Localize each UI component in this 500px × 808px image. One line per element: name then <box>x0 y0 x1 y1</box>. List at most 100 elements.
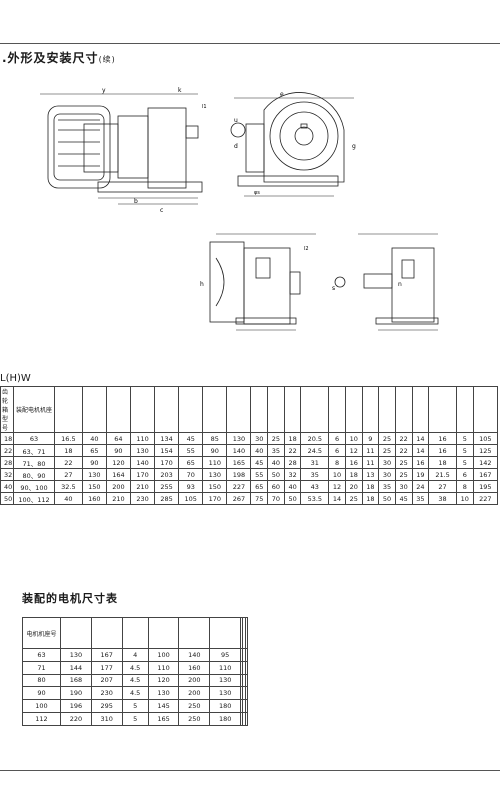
table-cell: 200 <box>105 480 131 493</box>
label-y: y <box>102 87 106 94</box>
table-cell: 35 <box>378 480 396 493</box>
table-cell: 20.5 <box>300 432 330 445</box>
table-cell: 168 <box>60 673 92 688</box>
label-b: b <box>134 198 138 205</box>
table-cell: 22 <box>283 444 302 457</box>
bottom-rule <box>0 770 500 771</box>
table-cell: 227 <box>226 480 252 493</box>
header-cell <box>209 617 242 649</box>
table-cell: 6 <box>328 432 346 445</box>
table-cell: 22 <box>394 444 413 457</box>
table-cell: 12 <box>344 444 363 457</box>
header-cell <box>250 386 269 433</box>
table-header-row: 齿轮箱型号 装配电机机座 <box>0 386 499 433</box>
table-cell: 110 <box>209 660 242 675</box>
table-cell: 100 <box>147 648 180 662</box>
table-cell: 12 <box>328 480 346 493</box>
label-k: k <box>178 87 182 94</box>
table-cell: 40 <box>267 456 285 469</box>
drawing-side-view: y k l1 b c <box>40 87 207 214</box>
label-d: d <box>234 143 238 150</box>
table-cell: 110 <box>147 660 180 675</box>
table-cell <box>244 686 249 701</box>
header-cell <box>178 617 211 649</box>
table-cell: 25 <box>378 444 396 457</box>
table-cell: 105 <box>472 432 499 445</box>
table-cell: 28 <box>283 456 302 469</box>
table-cell: 40 <box>250 444 269 457</box>
table-cell: 130 <box>209 686 242 701</box>
header-cell <box>344 386 363 433</box>
table-cell: 227 <box>472 492 499 505</box>
table-cell: 50 <box>267 468 285 481</box>
table-cell: 10 <box>328 468 346 481</box>
table-cell: 160 <box>81 492 107 505</box>
table-cell: 13 <box>361 468 380 481</box>
label-s: s <box>332 285 335 292</box>
table-cell: 65 <box>178 456 204 469</box>
table-cell: 130 <box>60 648 92 662</box>
table-cell: 200 <box>178 686 211 701</box>
table-cell: 196 <box>60 699 92 713</box>
table-cell: 63 <box>22 648 61 662</box>
table-cell: 20 <box>344 480 363 493</box>
table-cell: 45 <box>394 492 413 505</box>
table-cell: 30 <box>378 468 396 481</box>
table-cell: 63、71 <box>13 444 55 457</box>
page-title: .外形及安装尺寸(续) <box>2 51 116 65</box>
table-cell: 19 <box>411 468 430 481</box>
table-cell: 40 <box>54 492 83 505</box>
table-cell: 170 <box>129 468 156 481</box>
motor-section-title: 装配的电机尺寸表 <box>22 592 118 605</box>
table-cell: 18 <box>344 468 363 481</box>
table-cell: 14 <box>411 432 430 445</box>
table-cell: 16 <box>428 444 457 457</box>
table-cell: 25 <box>394 456 413 469</box>
table-cell: 140 <box>226 444 252 457</box>
header-cell <box>411 386 430 433</box>
table-cell <box>244 660 249 675</box>
table-cell: 32 <box>283 468 302 481</box>
series-label: L(H)W <box>0 373 31 384</box>
table-cell: 130 <box>81 468 107 481</box>
table-cell: 11 <box>361 456 380 469</box>
table-cell: 167 <box>472 468 499 481</box>
table-cell: 35 <box>300 468 330 481</box>
header-cell: 装配电机机座 <box>13 386 55 433</box>
table-cell: 32 <box>0 468 14 481</box>
table-cell: 230 <box>129 492 156 505</box>
table-cell: 177 <box>90 660 123 675</box>
table-cell: 160 <box>178 660 211 675</box>
table-cell: 180 <box>209 699 242 713</box>
table-cell: 4.5 <box>121 660 149 675</box>
header-cell <box>147 617 180 649</box>
table-cell: 5 <box>455 456 474 469</box>
table-cell <box>244 711 249 726</box>
table-cell: 110 <box>129 432 156 445</box>
table-cell: 40 <box>81 432 107 445</box>
table-cell: 4.5 <box>121 686 149 701</box>
header-cell <box>178 386 204 433</box>
table-cell: 75 <box>250 492 269 505</box>
table-cell: 310 <box>90 711 123 726</box>
table-cell: 8 <box>455 480 474 493</box>
table-cell: 190 <box>60 686 92 701</box>
table-cell: 14 <box>328 492 346 505</box>
table-cell: 53.5 <box>300 492 330 505</box>
header-cell <box>283 386 302 433</box>
header-cell <box>300 386 330 433</box>
table-cell: 80 <box>22 673 61 688</box>
table-cell: 18 <box>283 432 302 445</box>
table-cell: 35 <box>267 444 285 457</box>
table-cell: 255 <box>154 480 180 493</box>
table-cell: 295 <box>90 699 123 713</box>
label-phi-s: φs <box>254 190 260 196</box>
table-cell: 210 <box>105 492 131 505</box>
table-cell: 90、100 <box>13 480 55 493</box>
table-cell: 71 <box>22 660 61 675</box>
